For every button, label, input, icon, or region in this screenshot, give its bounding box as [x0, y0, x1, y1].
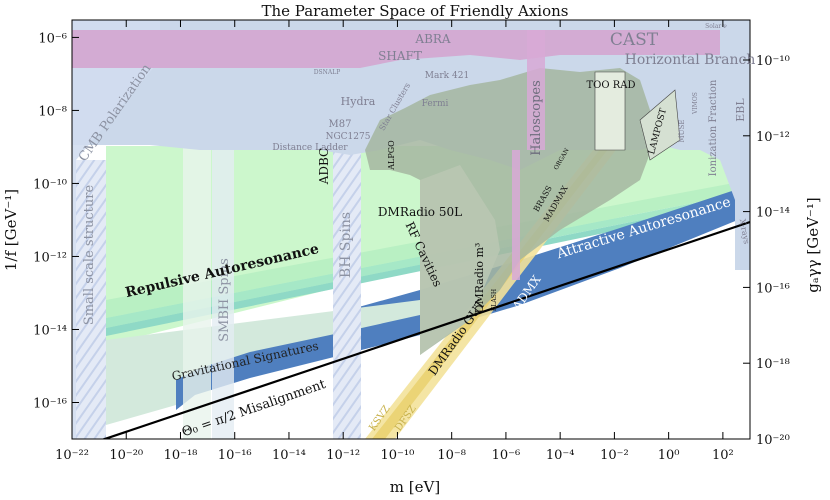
y-axis-right-ticks: 10⁻¹⁰ 10⁻¹² 10⁻¹⁴ 10⁻¹⁶ 10⁻¹⁸ 10⁻²⁰ [743, 54, 790, 448]
label-too-rad: TOO RAD [586, 80, 635, 91]
label-small-scale-structure: Small scale structure [82, 185, 97, 326]
label-vimos: VIMOS [692, 92, 699, 115]
label-abra: ABRA [414, 32, 451, 46]
y-axis-left-ticks: 10⁻⁶ 10⁻⁸ 10⁻¹⁰ 10⁻¹² 10⁻¹⁴ 10⁻¹⁶ [33, 31, 79, 411]
haloscopes-narrow-band [512, 150, 520, 280]
y-right-tick-label: 10⁻¹⁶ [756, 281, 790, 296]
label-fermi: Fermi [422, 99, 449, 109]
x-tick-label: 10⁻⁴ [546, 448, 575, 463]
y-right-tick-label: 10⁻²⁰ [756, 433, 790, 448]
haloscopes-band [527, 30, 545, 150]
plot-area [72, 20, 750, 439]
label-bh-spins: BH Spins [338, 212, 354, 278]
y-right-tick-label: 10⁻¹⁴ [756, 206, 790, 221]
label-dmradio-m3: DMRadio m³ [473, 243, 486, 314]
y-axis-left-label: 1/f [GeV⁻¹] [2, 189, 20, 271]
dmradio-gut-projection [420, 165, 500, 355]
too-rad-region [594, 71, 626, 151]
label-alpgo: ALPGO [387, 140, 396, 171]
label-distance-ladder: Distance Ladder [272, 143, 348, 153]
cast-abra-region [72, 30, 720, 68]
smbh-spins-region-2 [212, 146, 234, 439]
label-haloscopes: Haloscopes [529, 80, 544, 156]
label-adbc: ADBC [317, 148, 331, 186]
label-cast: CAST [610, 30, 659, 50]
lampost-region [639, 89, 681, 161]
x-tick-label: 10⁻¹² [326, 448, 360, 463]
x-tick-label: 10⁻⁸ [437, 448, 466, 463]
ebl-region [740, 140, 750, 270]
label-m87: M87 [329, 119, 352, 130]
label-mark421: Mark 421 [425, 71, 469, 81]
label-muse: MUSE [678, 120, 686, 143]
y-left-tick-label: 10⁻¹⁴ [33, 323, 67, 338]
bh-spins-region [333, 146, 361, 439]
y-left-tick-label: 10⁻¹² [33, 250, 67, 265]
x-tick-label: 10⁻²² [55, 448, 89, 463]
y-left-tick-label: 10⁻¹⁰ [33, 177, 67, 192]
label-shaft: SHAFT [378, 49, 422, 63]
x-tick-label: 10⁻⁶ [492, 448, 521, 463]
label-smbh-spins: SMBH Spins [217, 258, 232, 342]
x-axis-ticks: 10⁻²² 10⁻²⁰ 10⁻¹⁸ 10⁻¹⁶ 10⁻¹⁴ 10⁻¹² 10⁻¹⁰ 10⁻⁸ 1… [55, 20, 734, 463]
x-tick-label: 10⁻¹⁴ [272, 448, 306, 463]
x-tick-label: 10² [712, 448, 734, 463]
label-ngc1275: NGC1275 [326, 132, 371, 142]
y-right-tick-label: 10⁻¹⁰ [756, 54, 790, 69]
label-hydra: Hydra [341, 95, 376, 108]
label-x-rays: X-rays [738, 218, 751, 245]
y-left-tick-label: 10⁻¹⁶ [33, 396, 67, 411]
label-dmradio-50l: DMRadio 50L [378, 205, 462, 219]
y-right-tick-label: 10⁻¹⁸ [756, 357, 790, 372]
label-klash: KLASH [491, 289, 498, 311]
x-tick-label: 10⁻²⁰ [109, 448, 143, 463]
plot-frame [71, 19, 751, 440]
label-solar-nu: Solar ν [705, 23, 727, 30]
cmb-polarization-region [72, 20, 160, 439]
x-axis-label: m [eV] [390, 478, 440, 496]
y-left-tick-label: 10⁻⁸ [38, 104, 67, 119]
y-left-tick-label: 10⁻⁶ [38, 31, 67, 46]
label-dsnalp: DSNALP [314, 69, 341, 76]
y-axis-right-label: gₐγγ [GeV⁻¹] [804, 197, 822, 292]
label-horizontal-branch: Horizontal Branch [625, 52, 756, 68]
x-tick-label: 10⁻¹⁸ [164, 448, 198, 463]
label-ebl: EBL [734, 98, 747, 122]
y-right-tick-label: 10⁻¹² [756, 130, 790, 145]
chart-title: The Parameter Space of Friendly Axions [262, 2, 569, 20]
x-tick-label: 10⁻¹⁶ [218, 448, 252, 463]
x-tick-label: 10⁻² [600, 448, 629, 463]
small-scale-structure-region [76, 160, 106, 439]
x-tick-label: 10⁰ [658, 448, 680, 463]
misalignment-line [101, 220, 750, 439]
smbh-spins-region [183, 146, 211, 439]
x-tick-label: 10⁻¹⁰ [381, 448, 415, 463]
label-ionization-fraction: Ionization Fraction [708, 79, 719, 176]
